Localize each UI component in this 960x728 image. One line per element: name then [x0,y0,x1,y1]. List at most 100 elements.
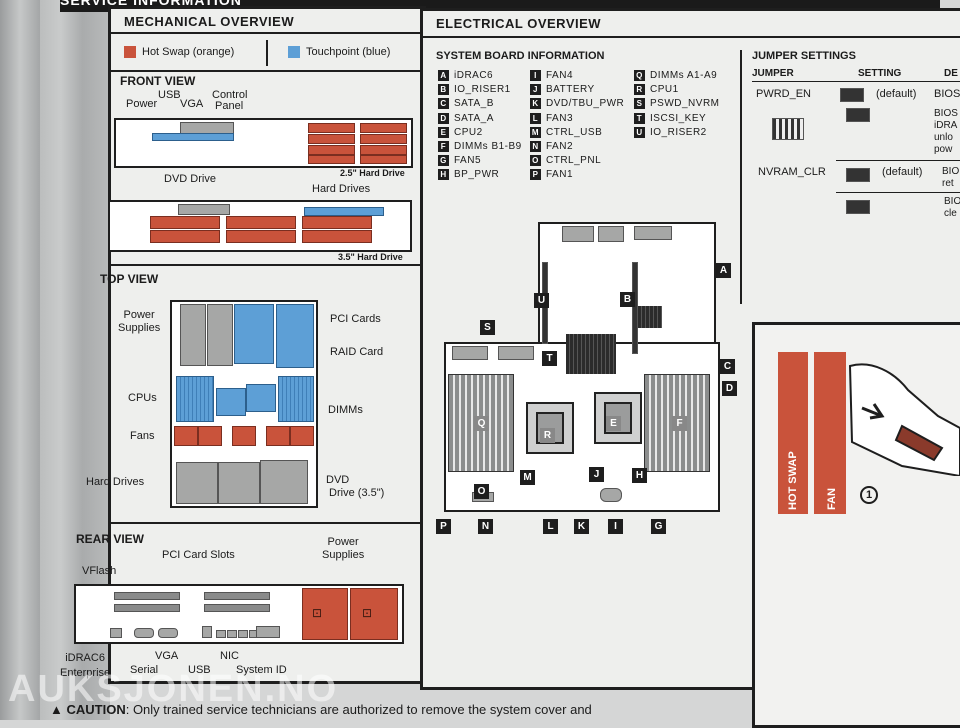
key-label: CTRL_PNL [546,155,602,167]
key-label: ISCSI_KEY [650,112,707,124]
key-label: DVD/TBU_PWR [546,98,625,110]
key-badge: A [438,70,449,81]
top-view-title: TOP VIEW [100,272,159,286]
board-marker-u: U [534,293,549,308]
front-label-usb: USB [158,89,181,101]
top-pci-card [234,304,274,364]
rear-view-title: REAR VIEW [76,532,145,546]
key-badge: E [438,126,449,138]
legend-hot-swap: Hot Swap (orange) [124,46,234,59]
key-label: CPU2 [454,126,483,138]
board-marker-e: E [606,416,621,431]
front-label-dvd-drive: DVD Drive [164,173,216,185]
rear-vga-port [158,628,178,638]
fan-label: FAN [826,488,838,510]
caution-message: : Only trained service technicians are a… [125,702,592,717]
rear-nic-port [227,630,237,638]
front-label-control-panel: Control Panel [212,89,248,112]
key-badge: F [438,141,449,152]
front-view-title: FRONT VIEW [120,74,196,88]
jumper-desc: BIOS [934,88,960,100]
warning-triangle-icon: ▲ [50,702,63,717]
board-marker-m: M [520,470,535,485]
key-label: CTRL_USB [546,126,603,138]
jumper-row-nvram-clr: NVRAM_CLR [758,166,826,178]
rear-nic-port [238,630,248,638]
key-label: SATA_B [454,98,494,110]
divider [752,81,960,82]
electrical-title: ELECTRICAL OVERVIEW [436,16,602,31]
top-fan [232,426,256,446]
front-caption-35: 3.5" Hard Drive [338,252,403,262]
board-battery [600,488,622,502]
board-marker-c: C [720,359,735,374]
front-drive-25 [360,155,407,164]
board-marker-n: N [478,519,493,534]
board-connector [598,226,624,242]
front-drive-35 [150,230,220,243]
front-drive-35 [226,230,296,243]
key-label: BP_PWR [454,169,500,181]
key-label: IO_RISER1 [454,84,511,96]
jumper-col-jumper: JUMPER [752,68,794,79]
key-label: FAN5 [454,155,482,167]
board-marker-k: K [574,519,589,534]
legend-touchpoint-text: Touchpoint (blue) [306,46,391,58]
front-drive-25 [308,134,355,144]
jumper-setting-default: (default) [882,166,923,178]
step-number: 1 [860,486,878,504]
key-label: PSWD_NVRM [650,98,720,110]
board-key-e: E CPU2 [438,126,483,138]
jumper-icon [840,88,864,102]
hand-illustration [842,356,960,478]
jumper-title: JUMPER SETTINGS [752,50,856,62]
key-badge: K [530,98,541,110]
jumper-icon [846,108,870,122]
fan-band [814,352,846,514]
board-info-title: SYSTEM BOARD INFORMATION [436,50,605,62]
divider [110,522,422,524]
front-drive-25 [308,145,355,155]
front-drive-25 [308,155,355,164]
divider [110,32,422,34]
key-label: FAN4 [546,70,574,82]
front-drive-25 [360,134,407,144]
top-cpu [216,388,246,416]
top-dvd-drive [260,460,308,504]
top-label-cpus: CPUs [128,392,157,404]
legend-divider [266,40,268,66]
key-badge: B [438,84,449,96]
divider [110,70,422,72]
divider [422,36,960,38]
caution-text: ▲ CAUTION: Only trained service technici… [50,702,592,717]
jumper-col-setting: SETTING [858,68,902,79]
top-label-pci-cards: PCI Cards [330,313,381,325]
front-drive-35 [150,216,220,229]
front-drive-35 [226,216,296,229]
rear-label-system-id: System ID [236,664,287,676]
rear-label-nic: NIC [220,650,239,662]
front-drive-35 [302,216,372,229]
top-hard-drive [176,462,218,504]
key-badge: D [438,112,449,124]
front-drive-25 [360,145,407,155]
key-badge: G [438,155,449,167]
board-outline-top [538,222,716,346]
jumper-pins-icon [772,118,804,140]
board-sata [498,346,534,360]
key-badge: N [530,141,541,152]
rear-serial-port [134,628,154,638]
jumper-col-desc: DE [944,68,958,79]
top-cpu-block [176,376,214,422]
chassis-rail [0,0,40,720]
